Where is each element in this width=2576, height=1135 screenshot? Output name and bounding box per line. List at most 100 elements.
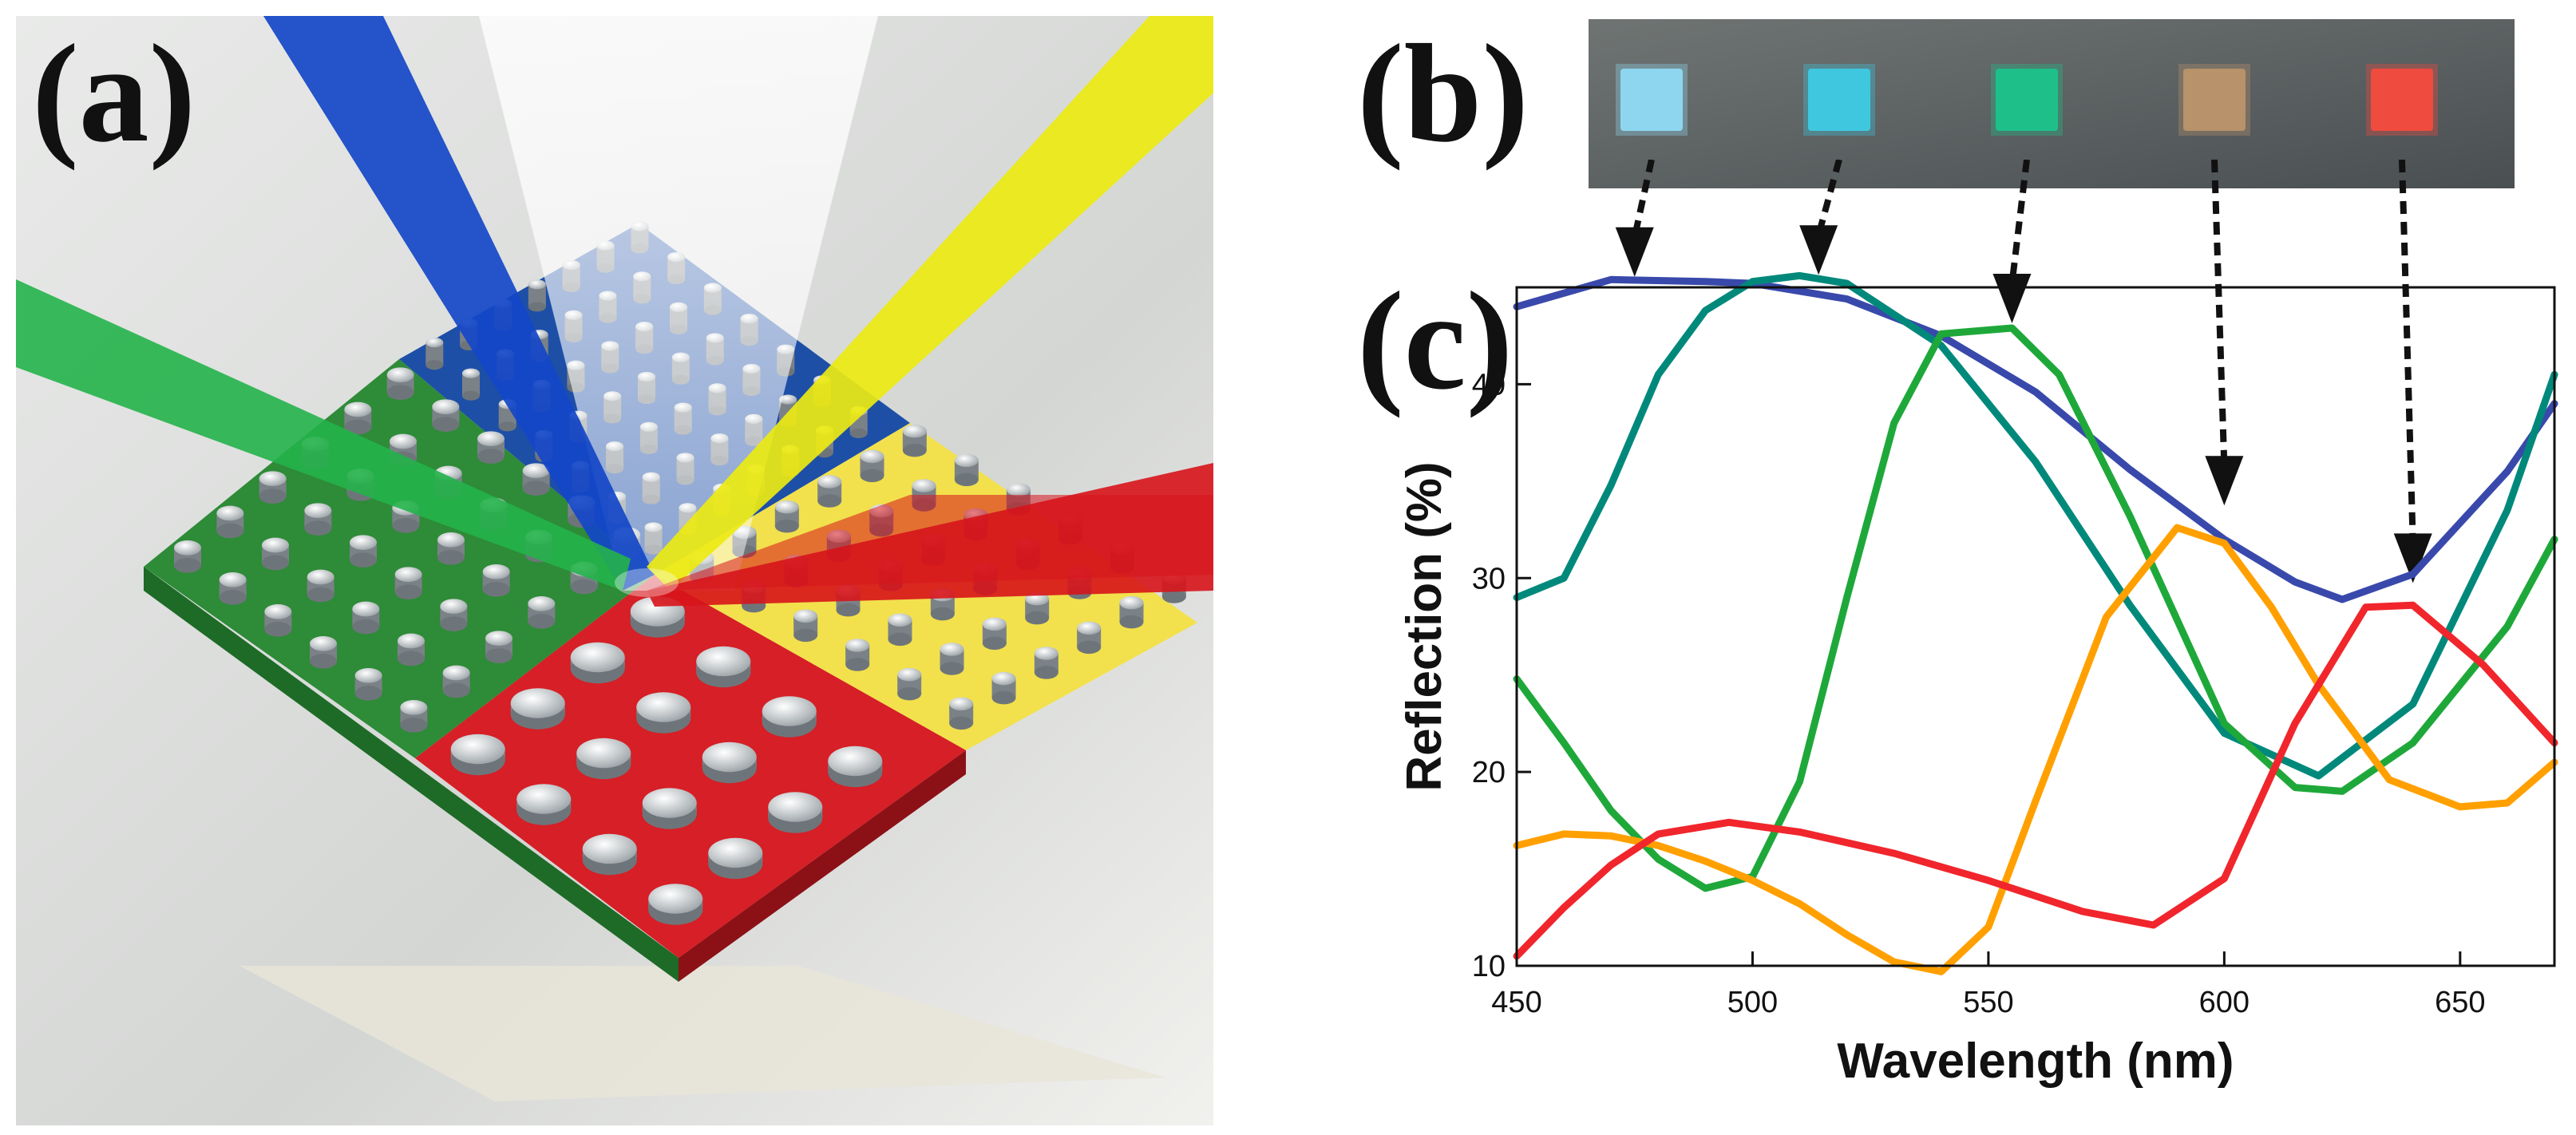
dashed-arrow-head xyxy=(1615,227,1654,277)
beam-white xyxy=(479,16,878,591)
nanopillar-top xyxy=(1034,647,1058,660)
x-tick-label: 500 xyxy=(1727,986,1778,1019)
nanopillar-top xyxy=(940,643,964,656)
nanopillar-base xyxy=(310,653,337,669)
nanopillar-base xyxy=(498,421,516,432)
y-tick-label: 20 xyxy=(1472,756,1506,789)
nanopillar-top xyxy=(219,571,247,587)
nanopillar-top xyxy=(982,617,1007,631)
nanopillar-base xyxy=(528,613,556,629)
nanopillar-top xyxy=(636,692,691,722)
nanopillar-base xyxy=(304,520,332,536)
nanopillar-top xyxy=(352,601,380,617)
plot-frame xyxy=(1515,286,2556,967)
nanopillar-top xyxy=(174,540,201,556)
nanopillar-base xyxy=(982,636,1007,651)
nanopillar-base xyxy=(400,717,428,733)
nanopillar-top xyxy=(437,532,465,548)
dashed-arrow-head xyxy=(1799,225,1838,275)
nanopillar-top xyxy=(793,609,818,623)
nanopillar-top xyxy=(390,433,417,449)
nanopillar-base xyxy=(219,589,247,605)
beam-blue xyxy=(263,16,655,591)
nanopillar-top xyxy=(485,631,512,647)
quadrant-green xyxy=(144,359,655,758)
nanopillar-top xyxy=(442,665,470,681)
nanopillar-base xyxy=(888,632,912,647)
color-swatch xyxy=(1996,69,2058,131)
nanopillar-base xyxy=(991,690,1016,705)
dashed-arrow-shaft xyxy=(2008,160,2030,284)
nanopillar-base xyxy=(432,417,460,433)
nanopillar-top xyxy=(774,500,799,514)
nanopillar-top xyxy=(897,667,922,682)
nanopillar-base xyxy=(793,628,818,643)
nanopillar-base xyxy=(386,385,414,401)
nanopillar-top xyxy=(582,833,637,864)
nanopillar-top xyxy=(264,603,292,619)
nanopillar-base xyxy=(398,651,425,666)
nanopillar-base xyxy=(307,587,334,603)
nanopillar-top xyxy=(828,745,883,777)
series-line xyxy=(1513,324,2558,892)
nanopillar-top xyxy=(477,431,505,447)
nanopillar-base xyxy=(174,557,201,573)
nanopillar-top xyxy=(768,792,823,822)
beam-focus xyxy=(615,568,679,597)
nanopillar-top xyxy=(400,699,428,715)
nanopillar-base xyxy=(836,603,861,617)
x-tick-label: 600 xyxy=(2199,986,2250,1019)
nanopillar-top xyxy=(516,784,572,814)
nanopillar-top xyxy=(702,742,757,773)
y-tick-label: 30 xyxy=(1472,562,1506,595)
quadrant-red xyxy=(415,575,966,958)
nanopillar-base xyxy=(350,552,377,568)
nanopillar-base xyxy=(477,449,505,465)
nanopillar-top xyxy=(1077,621,1102,635)
nanopillar-base xyxy=(930,607,955,621)
nanopillar-base xyxy=(522,480,550,496)
color-swatch xyxy=(2371,69,2433,131)
beam-yellow xyxy=(647,16,1213,591)
nanopillar-top xyxy=(696,646,751,677)
series-line xyxy=(1513,524,2558,975)
nanopillar-base xyxy=(1025,611,1050,625)
beam-red-outgoing xyxy=(647,495,1213,591)
series-line xyxy=(1513,601,2558,960)
y-tick-label: 40 xyxy=(1472,368,1506,401)
nanopillar-top xyxy=(386,367,414,383)
nanopillar-top xyxy=(576,738,631,769)
metasurface-illustration xyxy=(16,16,1213,1125)
nanopillar-base xyxy=(262,555,289,571)
swatch-photo xyxy=(1589,19,2515,188)
color-swatch xyxy=(2183,69,2246,131)
nanopillar-top xyxy=(817,475,842,488)
nanopillar-base xyxy=(817,494,842,508)
nanopillar-top xyxy=(708,837,763,868)
nanopillar-body xyxy=(462,373,480,396)
nanopillar-top xyxy=(1006,483,1031,496)
nanopillar-base xyxy=(344,419,372,435)
nanopillar-top xyxy=(262,537,289,553)
panel-label-a: (a) xyxy=(32,16,196,172)
nanopillar-top xyxy=(450,734,505,765)
nanopillar-top xyxy=(949,697,974,711)
nanopillar-base xyxy=(442,682,470,698)
nanopillar-base xyxy=(570,579,598,595)
dashed-arrow-head xyxy=(1992,274,2032,323)
nanopillar-base xyxy=(392,517,420,533)
nanopillar-base xyxy=(482,581,510,597)
nanopillar-base xyxy=(259,488,287,504)
nanopillar-top xyxy=(259,471,287,487)
color-swatch xyxy=(1808,69,1870,131)
dashed-arrow-head xyxy=(2393,533,2432,583)
nanopillar-top xyxy=(954,453,979,468)
dashed-arrow-shaft xyxy=(2399,160,2416,544)
nanopillar-top xyxy=(307,569,334,585)
nanopillar-base xyxy=(940,662,964,675)
x-axis-label: Wavelength (nm) xyxy=(1837,1034,2234,1089)
nanopillar-top xyxy=(462,368,480,378)
nanopillar-body xyxy=(425,342,444,366)
